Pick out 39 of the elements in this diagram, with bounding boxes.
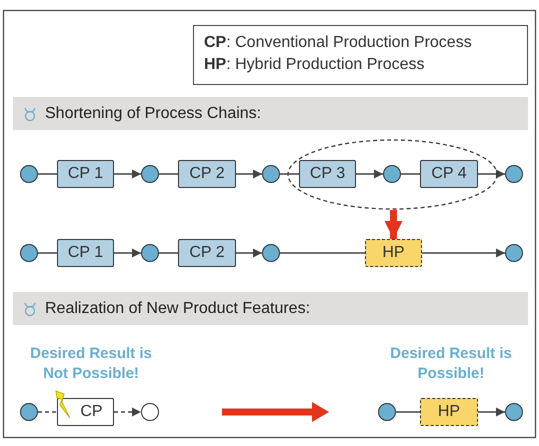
process-box: CP 1 <box>57 239 114 267</box>
process-box: CP 2 <box>178 160 236 188</box>
connection-circle <box>20 165 38 183</box>
connection-circle <box>262 244 280 262</box>
process-box: CP 1 <box>57 160 114 188</box>
connector-arrow <box>356 170 383 178</box>
definition-text: HP: Hybrid Production Process <box>204 55 426 75</box>
connection-circle <box>505 165 523 183</box>
definition-text: CP: Conventional Production Process <box>204 33 473 53</box>
connection-circle <box>378 403 396 421</box>
connection-circle <box>141 244 159 262</box>
connection-circle <box>262 165 280 183</box>
process-box: CP 2 <box>178 239 236 267</box>
section-heading: Shortening of Process Chains: <box>45 104 262 122</box>
connector-arrow <box>236 248 262 258</box>
result-note: Desired Result is Possible! <box>389 344 513 383</box>
process-box: CP 3 <box>299 160 356 188</box>
connection-circle <box>141 165 159 183</box>
result-note: Desired Result is Not Possible! <box>29 344 153 383</box>
connector-arrow <box>114 408 141 416</box>
process-box: CP 4 <box>420 160 478 188</box>
connection-circle <box>20 244 38 262</box>
connection-circle <box>505 403 523 421</box>
connector-arrow <box>478 408 505 416</box>
transformation-arrow <box>384 210 402 239</box>
connection-circle <box>20 403 38 421</box>
hybrid-process-box: HP <box>420 398 478 426</box>
open-circle <box>141 403 159 421</box>
connector-arrow <box>478 170 505 178</box>
section-heading: Realization of New Product Features: <box>45 300 310 318</box>
connector-arrow <box>114 248 141 258</box>
connection-circle <box>383 165 401 183</box>
connection-circle <box>505 244 523 262</box>
dashed-ellipse <box>287 139 498 210</box>
hybrid-process-box: HP <box>365 239 422 267</box>
connector-arrow <box>114 170 141 178</box>
connector-arrow <box>422 248 505 258</box>
process-box: CP <box>57 398 114 426</box>
connector-arrow <box>236 170 262 178</box>
